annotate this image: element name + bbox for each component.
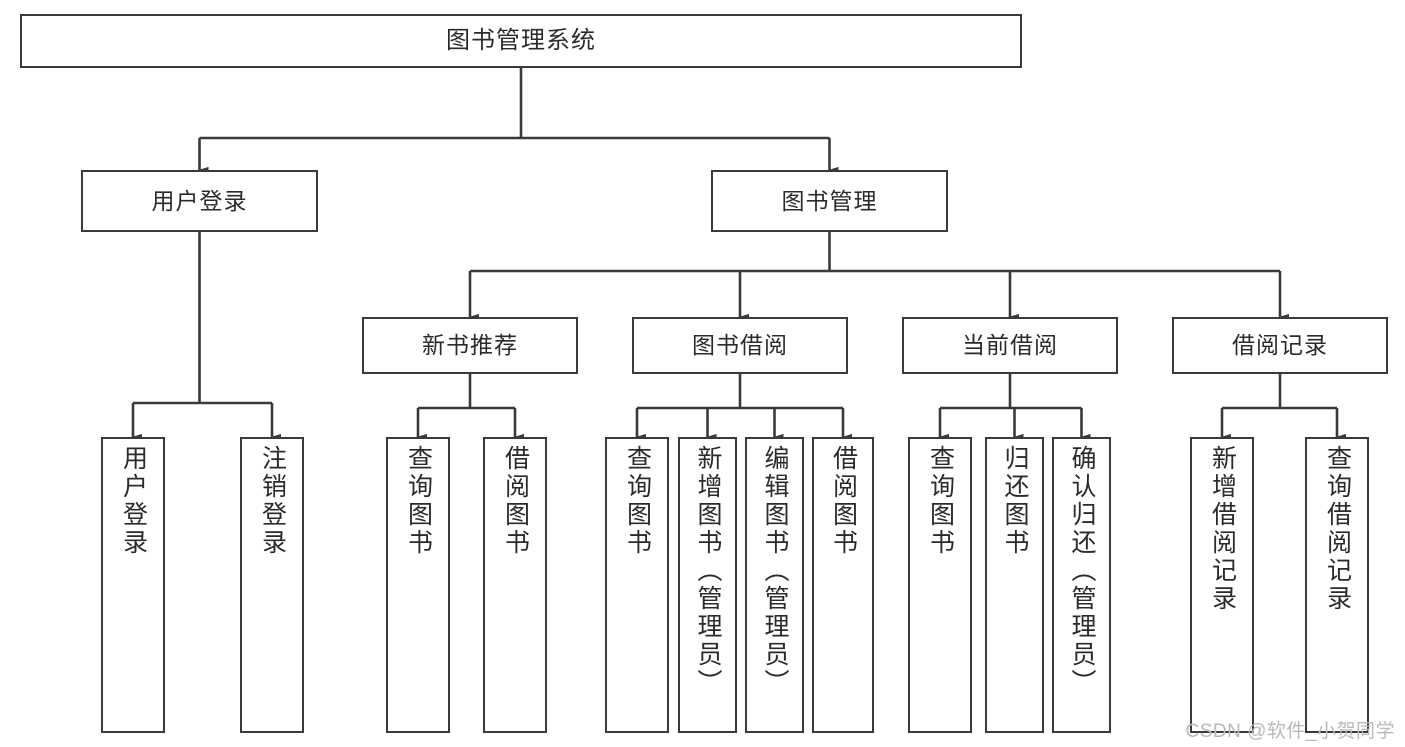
node-label-new-book-rec: 新书推荐 xyxy=(422,332,518,359)
node-label-leaf-br-query: 查询借阅记录 xyxy=(1323,445,1352,613)
node-leaf-br-query[interactable]: 查询借阅记录 xyxy=(1305,437,1369,733)
node-label-leaf-bb-add: 新增图书（管理员） xyxy=(694,445,722,697)
node-label-current-borrow: 当前借阅 xyxy=(962,332,1058,359)
node-book-borrow[interactable]: 图书借阅 xyxy=(632,317,848,374)
node-label-book-mgmt: 图书管理 xyxy=(781,187,878,214)
node-borrow-record[interactable]: 借阅记录 xyxy=(1172,317,1388,374)
node-new-book-rec[interactable]: 新书推荐 xyxy=(362,317,578,374)
node-root[interactable]: 图书管理系统 xyxy=(20,14,1022,68)
node-user-login[interactable]: 用户登录 xyxy=(81,170,318,232)
node-leaf-cb-confirm[interactable]: 确认归还（管理员） xyxy=(1052,437,1111,733)
node-leaf-user-logout[interactable]: 注销登录 xyxy=(240,437,304,733)
node-label-leaf-cb-return: 归还图书 xyxy=(1001,445,1029,557)
node-label-leaf-cb-confirm: 确认归还（管理员） xyxy=(1068,445,1096,697)
node-label-leaf-rec-borrow: 借阅图书 xyxy=(501,445,530,557)
node-leaf-bb-query[interactable]: 查询图书 xyxy=(605,437,669,733)
node-leaf-user-login[interactable]: 用户登录 xyxy=(101,437,165,733)
node-leaf-bb-edit[interactable]: 编辑图书（管理员） xyxy=(745,437,804,733)
node-label-leaf-bb-edit: 编辑图书（管理员） xyxy=(761,445,789,697)
node-leaf-bb-borrow[interactable]: 借阅图书 xyxy=(812,437,874,733)
node-label-user-login: 用户登录 xyxy=(151,187,248,214)
node-leaf-br-add[interactable]: 新增借阅记录 xyxy=(1190,437,1254,733)
node-leaf-bb-add[interactable]: 新增图书（管理员） xyxy=(678,437,737,733)
node-leaf-rec-query[interactable]: 查询图书 xyxy=(386,437,450,733)
node-label-book-borrow: 图书借阅 xyxy=(692,332,788,359)
node-current-borrow[interactable]: 当前借阅 xyxy=(902,317,1118,374)
node-leaf-cb-return[interactable]: 归还图书 xyxy=(985,437,1044,733)
node-label-leaf-bb-borrow: 借阅图书 xyxy=(829,445,858,557)
node-label-leaf-cb-query: 查询图书 xyxy=(926,445,955,557)
edge-group xyxy=(131,68,1346,441)
node-label-borrow-record: 借阅记录 xyxy=(1232,332,1328,359)
node-leaf-cb-query[interactable]: 查询图书 xyxy=(908,437,972,733)
node-label-leaf-br-add: 新增借阅记录 xyxy=(1208,445,1237,613)
node-label-leaf-user-logout: 注销登录 xyxy=(258,445,287,557)
node-leaf-rec-borrow[interactable]: 借阅图书 xyxy=(483,437,547,733)
node-label-leaf-bb-query: 查询图书 xyxy=(623,445,652,557)
node-book-mgmt[interactable]: 图书管理 xyxy=(711,170,948,232)
node-label-leaf-user-login: 用户登录 xyxy=(119,445,148,557)
node-label-leaf-rec-query: 查询图书 xyxy=(404,445,433,557)
node-label-root: 图书管理系统 xyxy=(446,27,596,55)
